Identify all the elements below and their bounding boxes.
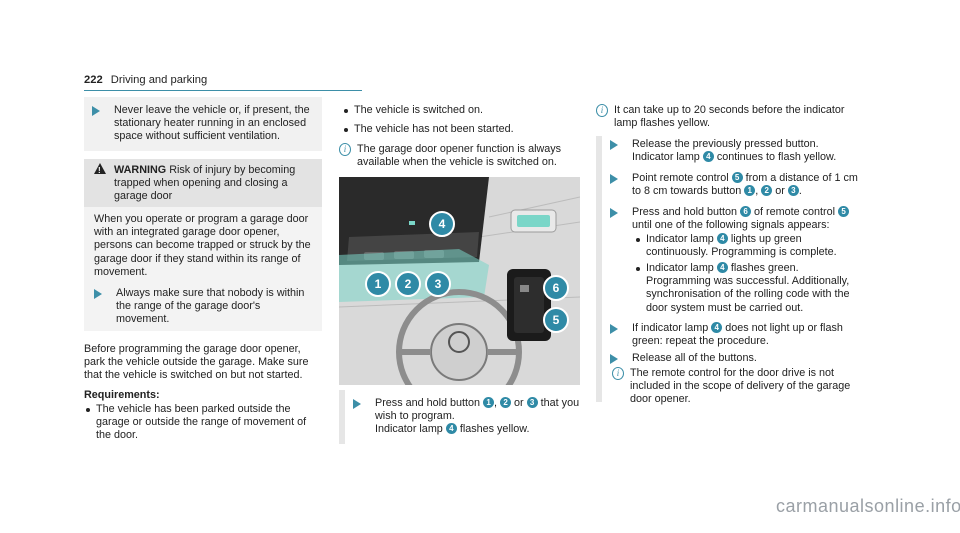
header-rule: [84, 90, 362, 91]
warning-title: Risk of injury by becoming trapped when …: [114, 164, 296, 203]
step-if-indicator: If indicator lamp 4 does not light up or…: [610, 322, 858, 348]
warning-header: WARNING Risk of injury by becoming trapp…: [84, 159, 322, 207]
badge-2: 2: [761, 185, 773, 197]
callout-3: 3: [425, 271, 451, 297]
info-icon: i: [612, 367, 624, 380]
step-text: Always make sure that nobody is within t…: [116, 287, 305, 326]
step-arrow-icon: [94, 289, 102, 299]
badge-4: 4: [716, 233, 728, 244]
step-bar: [339, 390, 345, 444]
step-arrow-icon: [610, 208, 618, 218]
callout-6: 6: [543, 275, 569, 301]
badge-5: 5: [731, 172, 743, 183]
requirement-item: The vehicle has been parked outside the …: [86, 403, 318, 443]
step-arrow-icon: [610, 354, 618, 364]
page-number: 222: [84, 74, 103, 86]
step-arrow-icon: [610, 324, 618, 334]
info-icon: i: [339, 143, 351, 156]
bullet-dot: [344, 109, 348, 113]
callout-2: 2: [395, 271, 421, 297]
step-press-hold: Press and hold button 1, 2 or 3 that you…: [353, 397, 581, 437]
step-press-remote: Press and hold button 6 of remote contro…: [610, 206, 858, 232]
bullet-dot: [86, 408, 90, 412]
badge-4: 4: [711, 322, 723, 333]
before-programming-text: Before programming the garage door opene…: [84, 343, 309, 382]
badge-4: 4: [702, 151, 714, 163]
badge-4: 4: [716, 262, 728, 273]
warning-text: When you operate or program a garage doo…: [94, 213, 311, 278]
step-arrow-icon: [610, 140, 618, 150]
step-bar: [596, 136, 602, 402]
garage-opener-illustration: 4 1 2 3 6 5: [339, 177, 580, 385]
step-arrow-icon: [610, 174, 618, 184]
bullet-dot: [344, 128, 348, 132]
step-arrow-icon: [92, 106, 100, 116]
step-text: Never leave the vehicle or, if present, …: [114, 104, 310, 143]
badge-3: 3: [787, 185, 799, 197]
step-never-leave: Never leave the vehicle or, if present, …: [92, 104, 314, 144]
info-note: i The remote control for the door drive …: [612, 367, 852, 407]
step-release-all: Release all of the buttons.: [610, 352, 858, 365]
requirements-label: Requirements:: [84, 389, 160, 401]
requirement-item: The vehicle is switched on.: [344, 104, 576, 117]
warning-triangle-icon: [94, 163, 106, 177]
step-release-previous: Release the previously pressed button. I…: [610, 138, 858, 164]
section-title: Driving and parking: [110, 74, 208, 86]
caution-box: Never leave the vehicle or, if present, …: [84, 97, 322, 151]
step-point-remote: Point remote control 5 from a distance o…: [610, 172, 858, 198]
signal-item: Indicator lamp 4 lights up green continu…: [636, 233, 854, 259]
badge-2: 2: [500, 397, 512, 408]
step-always: Always make sure that nobody is within t…: [94, 287, 316, 327]
info-note: i It can take up to 20 seconds before th…: [596, 104, 848, 130]
badge-1: 1: [744, 185, 756, 197]
badge-3: 3: [526, 397, 538, 408]
callout-1: 1: [365, 271, 391, 297]
step-arrow-icon: [353, 399, 361, 409]
callout-4: 4: [429, 211, 455, 237]
watermark: carmanualsonline.info: [776, 496, 960, 516]
signal-item: Indicator lamp 4 flashes green. Programm…: [636, 262, 854, 315]
info-note: i The garage door opener function is alw…: [339, 143, 579, 169]
badge-1: 1: [483, 397, 495, 408]
badge-6: 6: [740, 206, 752, 217]
badge-5: 5: [838, 206, 850, 217]
requirement-item: The vehicle has not been started.: [344, 123, 576, 136]
bullet-dot: [636, 238, 640, 242]
badge-4: 4: [445, 423, 457, 435]
warning-body: When you operate or program a garage doo…: [84, 207, 322, 331]
info-icon: i: [596, 104, 608, 117]
callout-5: 5: [543, 307, 569, 333]
page-header: 222 Driving and parking: [84, 74, 207, 87]
warning-label: WARNING: [114, 164, 167, 176]
bullet-dot: [636, 267, 640, 271]
